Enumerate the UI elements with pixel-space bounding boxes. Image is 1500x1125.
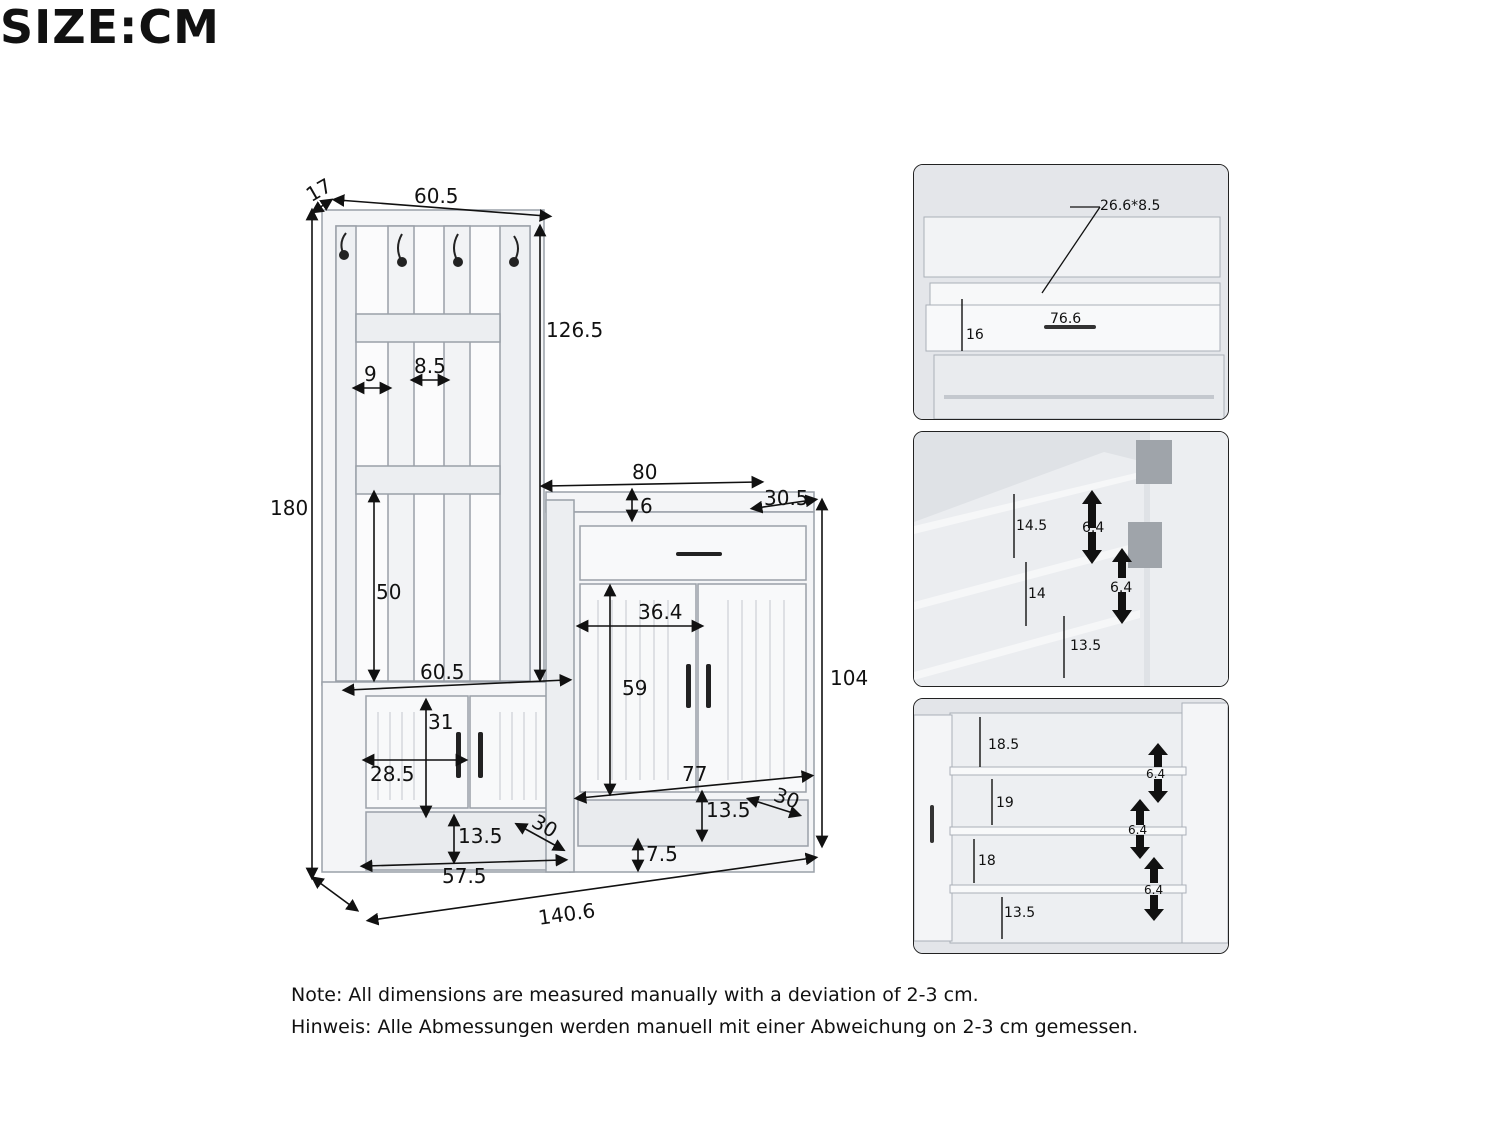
dim-cabinet-open-height: 13.5 <box>706 798 751 822</box>
dim-bench-open-height: 13.5 <box>458 824 503 848</box>
dim-upper-height: 126.5 <box>546 318 604 342</box>
dim-bench-width: 60.5 <box>420 660 465 684</box>
interior-shelf-4: 13.5 <box>1004 905 1036 921</box>
interior-adjust-1: 6.4 <box>1146 767 1166 781</box>
bench-door-handle-left <box>456 732 461 778</box>
detail-panel-drawer: 26.6*8.5 76.6 16 <box>913 164 1229 420</box>
shelf-height-2: 14 <box>1028 586 1046 602</box>
dim-cabinet-height: 104 <box>830 666 869 690</box>
shelf-adjust-2: 6.4 <box>1110 580 1133 596</box>
dim-slat-width: 8.5 <box>414 354 446 378</box>
dim-cabinet-inner-width: 77 <box>682 762 708 786</box>
note-english: Note: All dimensions are measured manual… <box>291 984 979 1006</box>
dim-cabinet-rim: 6 <box>640 494 653 518</box>
cabinet-handle-left <box>686 664 691 708</box>
drawer-size-label: 26.6*8.5 <box>1100 198 1161 214</box>
dim-bench-clearance: 50 <box>376 580 402 604</box>
drawer-handle <box>676 552 722 556</box>
interior-shelf-3: 18 <box>978 853 996 869</box>
dim-width-top: 60.5 <box>414 184 459 208</box>
dimension-lines <box>305 194 829 926</box>
hall-tree <box>321 209 545 686</box>
furniture-diagram <box>305 194 829 926</box>
size-unit-title: SIZE:CM <box>0 0 220 54</box>
dim-slat-gap: 9 <box>364 362 377 386</box>
bench-door-handle-right <box>478 732 483 778</box>
dim-cabinet-door-width: 36.4 <box>638 600 683 624</box>
interior-shelf-2: 19 <box>996 795 1014 811</box>
shelf-height-3: 13.5 <box>1070 638 1102 654</box>
dim-bench-bottom-width: 57.5 <box>442 864 487 888</box>
dim-door-height: 31 <box>428 710 454 734</box>
dim-total-height: 180 <box>270 496 309 520</box>
dim-cabinet-door-height: 59 <box>622 676 648 700</box>
dim-cabinet-depth: 30.5 <box>764 486 809 510</box>
shelf-adjust-1: 6.4 <box>1082 520 1105 536</box>
dim-cabinet-width: 80 <box>632 460 658 484</box>
drawer-width-label: 76.6 <box>1050 311 1082 327</box>
drawer-height-label: 16 <box>966 327 984 343</box>
dim-door-width: 28.5 <box>370 762 415 786</box>
interior-adjust-2: 6.4 <box>1128 823 1148 837</box>
interior-adjust-3: 6.4 <box>1144 883 1164 897</box>
dim-cabinet-leg: 7.5 <box>646 842 678 866</box>
detail-panel-interior: 18.5 19 18 13.5 6.4 6.4 6.4 <box>913 698 1229 954</box>
hooks <box>339 232 519 267</box>
cabinet-handle-right <box>706 664 711 708</box>
shoe-cabinet <box>545 491 815 873</box>
note-german: Hinweis: Alle Abmessungen werden manuell… <box>291 1016 1139 1038</box>
shelf-height-1: 14.5 <box>1016 518 1048 534</box>
detail-panel-shelves: 14.5 14 13.5 6.4 6.4 <box>913 431 1229 687</box>
interior-shelf-1: 18.5 <box>988 737 1020 753</box>
